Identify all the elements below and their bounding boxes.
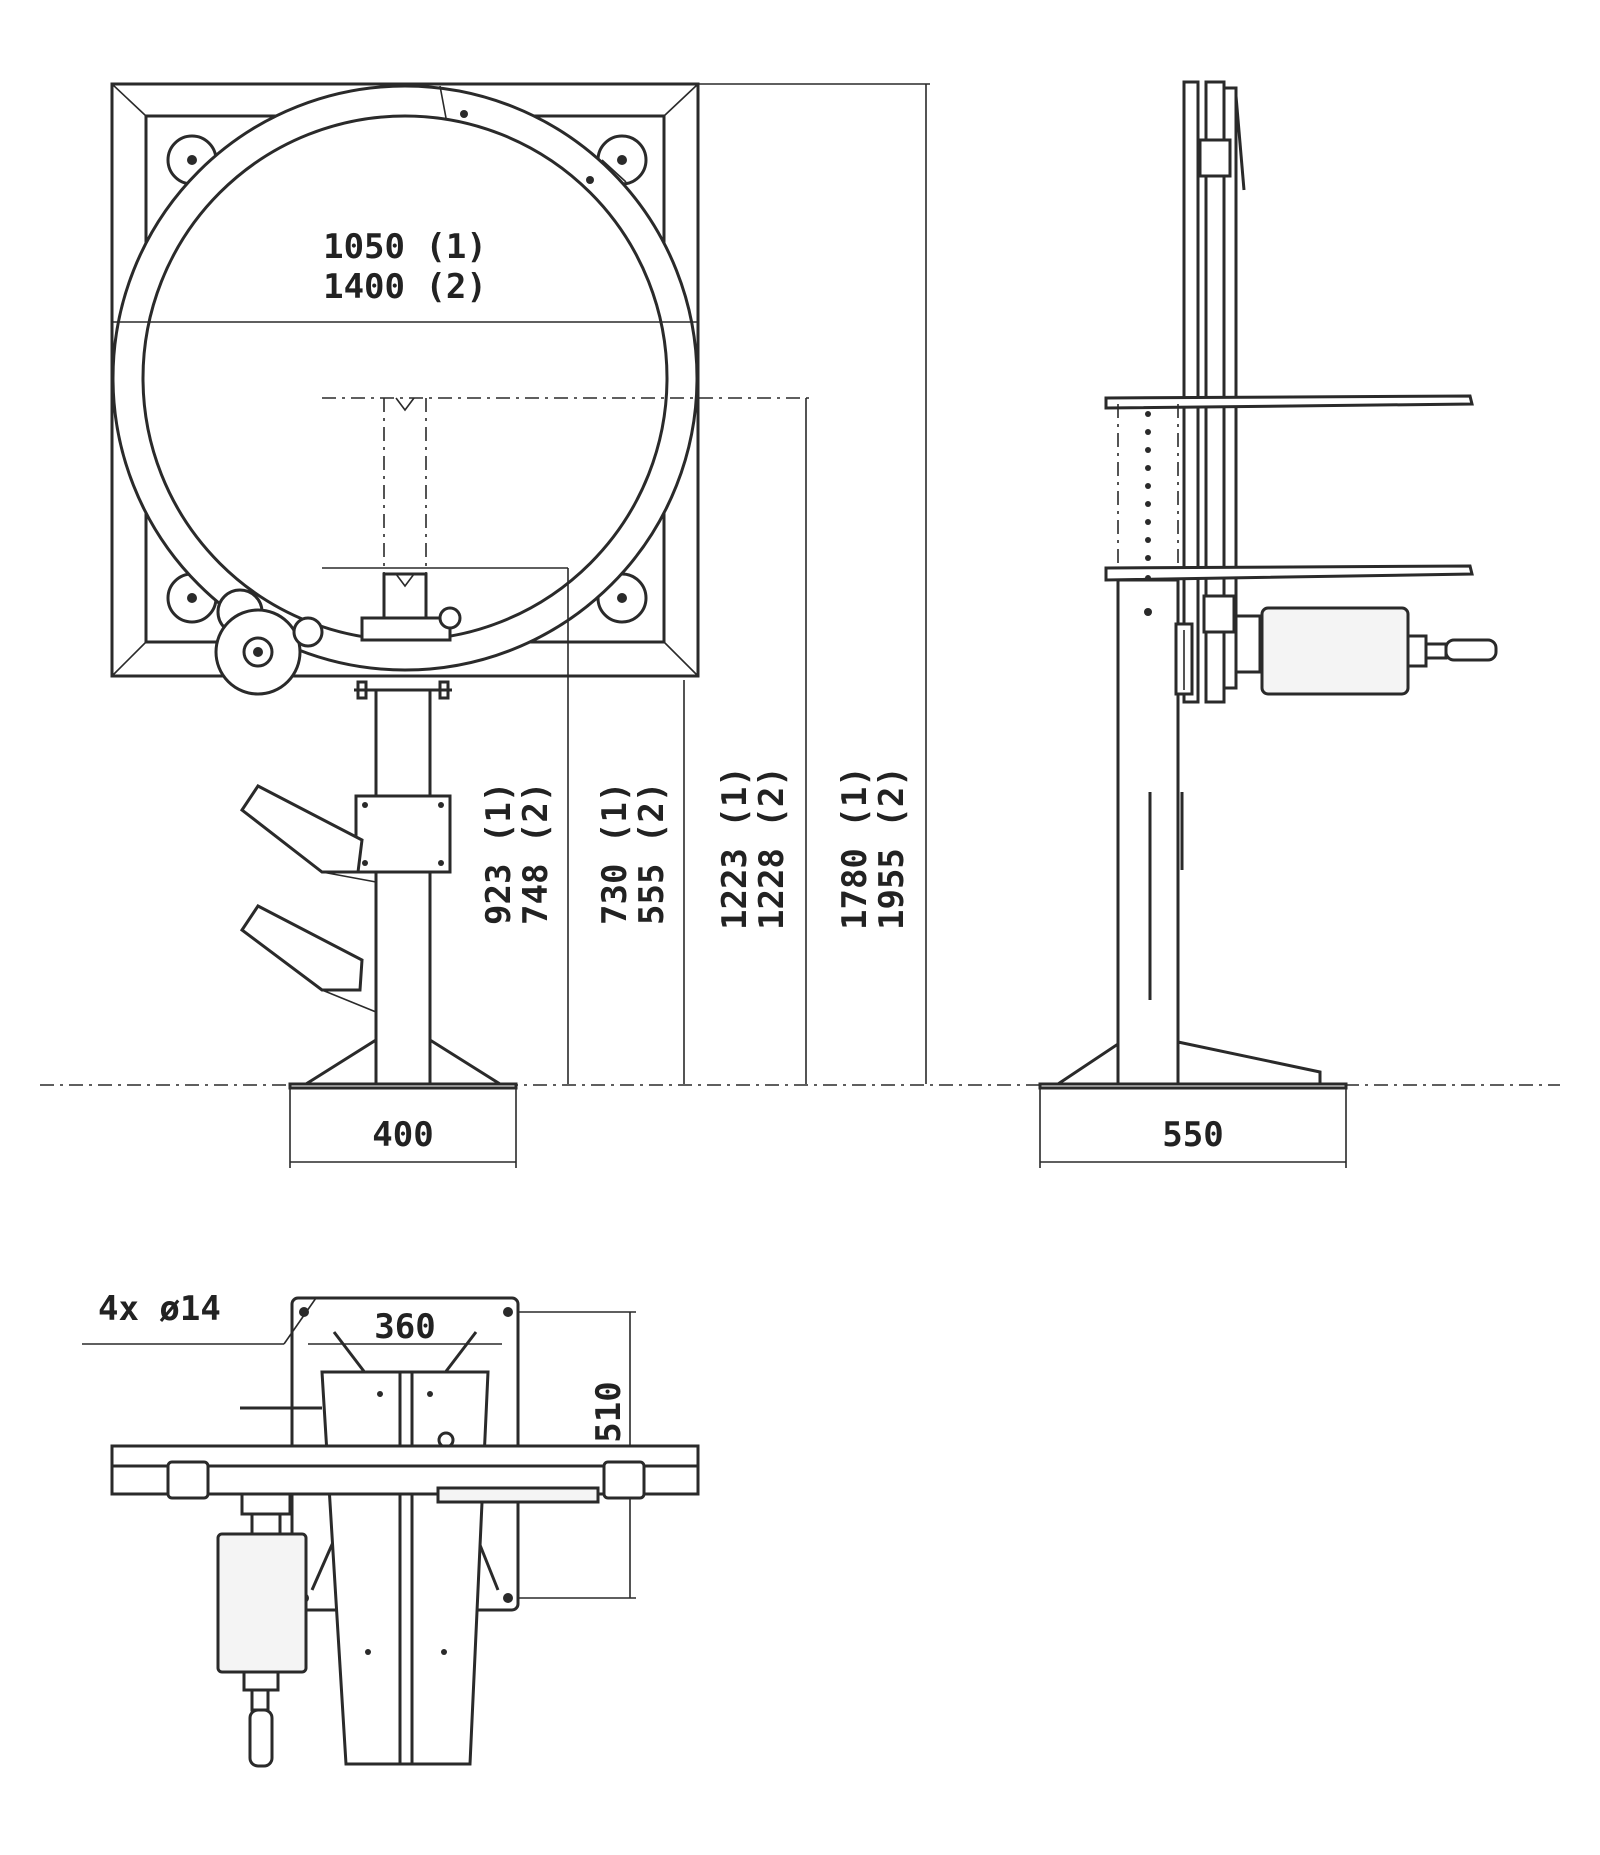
holes-label: 4x ø14 — [98, 1289, 221, 1329]
motor-mount — [240, 1492, 292, 1516]
arm-clamp-left — [166, 1460, 210, 1500]
lower-arm — [1104, 564, 1474, 582]
column-cover-plate — [354, 794, 452, 874]
frame-bevel — [663, 641, 699, 677]
diameter-label-1: 1050 (1) — [323, 227, 487, 267]
height-dimensions: 923 (1) 748 (2) 730 (1) 555 (2) 1223 (1)… — [479, 83, 930, 1084]
dim-a-label-2: 748 (2) — [516, 782, 556, 925]
right-gusset — [428, 1037, 506, 1086]
rib — [442, 1331, 478, 1375]
motor-flange — [1234, 614, 1262, 674]
mount-hole — [503, 1593, 513, 1603]
dim-b-label-2: 555 (2) — [632, 782, 672, 925]
side-rear-gusset — [1176, 1040, 1322, 1086]
top-motor-shaft — [250, 1688, 270, 1712]
rib — [332, 1331, 368, 1375]
carriage-base — [360, 616, 452, 642]
side-base-plate — [1038, 1082, 1348, 1090]
ring-edge — [1222, 86, 1238, 690]
dim-b-label-1: 730 (1) — [595, 782, 635, 925]
tension-roller — [292, 616, 324, 648]
top-drive-motor — [216, 1532, 308, 1674]
frame-bevel — [111, 641, 147, 677]
arm-slide — [436, 1486, 600, 1504]
dim-d-label-2: 1955 (2) — [872, 766, 912, 930]
dim-a-label-1: 923 (1) — [479, 782, 519, 925]
top-view: 4x ø14 360 510 — [82, 1289, 700, 1768]
column-holes — [1145, 411, 1151, 581]
dim-c-label-2: 1228 (2) — [752, 766, 792, 930]
frame-bevel — [663, 83, 699, 117]
diameter-label-2: 1400 (2) — [323, 267, 487, 307]
lower-guide-block — [1202, 594, 1236, 634]
ring-joint — [601, 159, 627, 183]
depth-label: 510 — [589, 1381, 629, 1442]
top-motor-endcap — [242, 1670, 280, 1692]
mount-hole — [503, 1307, 513, 1317]
upper-vee — [395, 397, 415, 412]
turntable-ring-inner — [141, 114, 669, 642]
lower-holder — [239, 904, 364, 992]
mount-hole — [299, 1307, 309, 1317]
upper-arm — [1104, 394, 1474, 410]
pedestal-column — [374, 688, 432, 1086]
motor-handle — [1444, 638, 1498, 662]
arm-clamp-right — [602, 1460, 646, 1500]
upper-guide-block — [1198, 138, 1232, 178]
carriage-knob — [438, 606, 462, 630]
tapered-foot — [320, 1370, 490, 1766]
drive-motor — [1260, 606, 1410, 696]
side-depth-label: 550 — [1162, 1115, 1223, 1155]
upper-clamp — [1234, 95, 1246, 191]
holder-stem — [321, 871, 377, 883]
carriage-vee — [395, 573, 415, 588]
rib — [310, 1539, 336, 1591]
holes-leader — [283, 1297, 317, 1345]
top-motor-handle — [248, 1708, 274, 1768]
width-label: 360 — [374, 1307, 435, 1347]
carriage — [382, 572, 428, 620]
dim-c-label-1: 1223 (1) — [715, 766, 755, 930]
front-view: 1050 (1) 1400 (2) — [110, 82, 810, 1168]
ring-joint — [439, 85, 447, 119]
frame-bevel — [111, 83, 147, 117]
base-plate — [288, 1082, 518, 1090]
left-gusset — [300, 1037, 378, 1086]
dim-d-label-1: 1780 (1) — [835, 766, 875, 930]
side-frame-plate — [1182, 80, 1200, 704]
base-width-label: 400 — [372, 1115, 433, 1155]
motor-coupling — [250, 1512, 282, 1536]
motor-endcap — [1406, 634, 1428, 668]
side-front-gusset — [1053, 1041, 1120, 1086]
side-view: 550 — [1038, 80, 1498, 1168]
side-column — [1116, 578, 1180, 1086]
holder-stem — [321, 989, 377, 1013]
bottom-arm — [110, 1464, 700, 1496]
motor-shaft — [1424, 642, 1448, 660]
upper-holder — [239, 784, 364, 874]
